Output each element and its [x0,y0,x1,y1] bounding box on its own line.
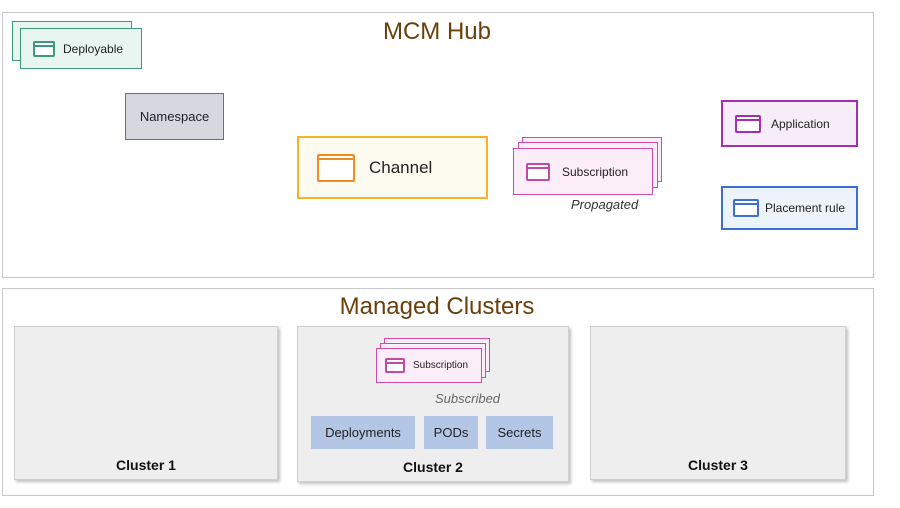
channel-node[interactable]: Channel [297,136,488,199]
placement-rule-label: Placement rule [765,201,846,215]
subscription-window-icon [526,162,550,181]
propagated-label: Propagated [571,197,639,212]
cluster-2-subscription-label: Subscription [413,360,469,371]
subscription-label: Subscription [562,164,629,179]
mcm-hub-title: MCM Hub [382,18,491,45]
application-node[interactable]: Application [721,100,858,147]
secrets-chip[interactable]: Secrets [486,416,553,449]
deployments-chip[interactable]: Deployments [311,416,415,449]
placement-rule-node[interactable]: Placement rule [721,186,858,230]
cluster-3-card[interactable] [590,326,846,480]
subscribed-label: Subscribed [435,391,501,406]
channel-window-icon [317,153,355,182]
cluster-2-subscription-node[interactable]: Subscription [376,348,482,383]
subscription-node[interactable]: Subscription [513,148,653,195]
cluster-2-subscription-window-icon [385,358,405,373]
application-window-icon [735,114,761,133]
cluster-3-label: Cluster 3 [688,457,748,473]
deployable-label: Deployable [63,41,124,56]
namespace-label: Namespace [139,109,210,124]
placement-rule-window-icon [733,199,759,217]
cluster-1-card[interactable] [14,326,278,480]
namespace-node[interactable]: Namespace [125,93,224,140]
cluster-2-label: Cluster 2 [403,459,463,475]
cluster-1-label: Cluster 1 [116,457,176,473]
managed-clusters-title: Managed Clusters [339,293,535,320]
deployable-node[interactable]: Deployable [20,28,142,69]
application-label: Application [771,116,830,131]
pods-chip[interactable]: PODs [424,416,478,449]
deployable-window-icon [33,40,55,57]
channel-label: Channel [369,157,433,177]
